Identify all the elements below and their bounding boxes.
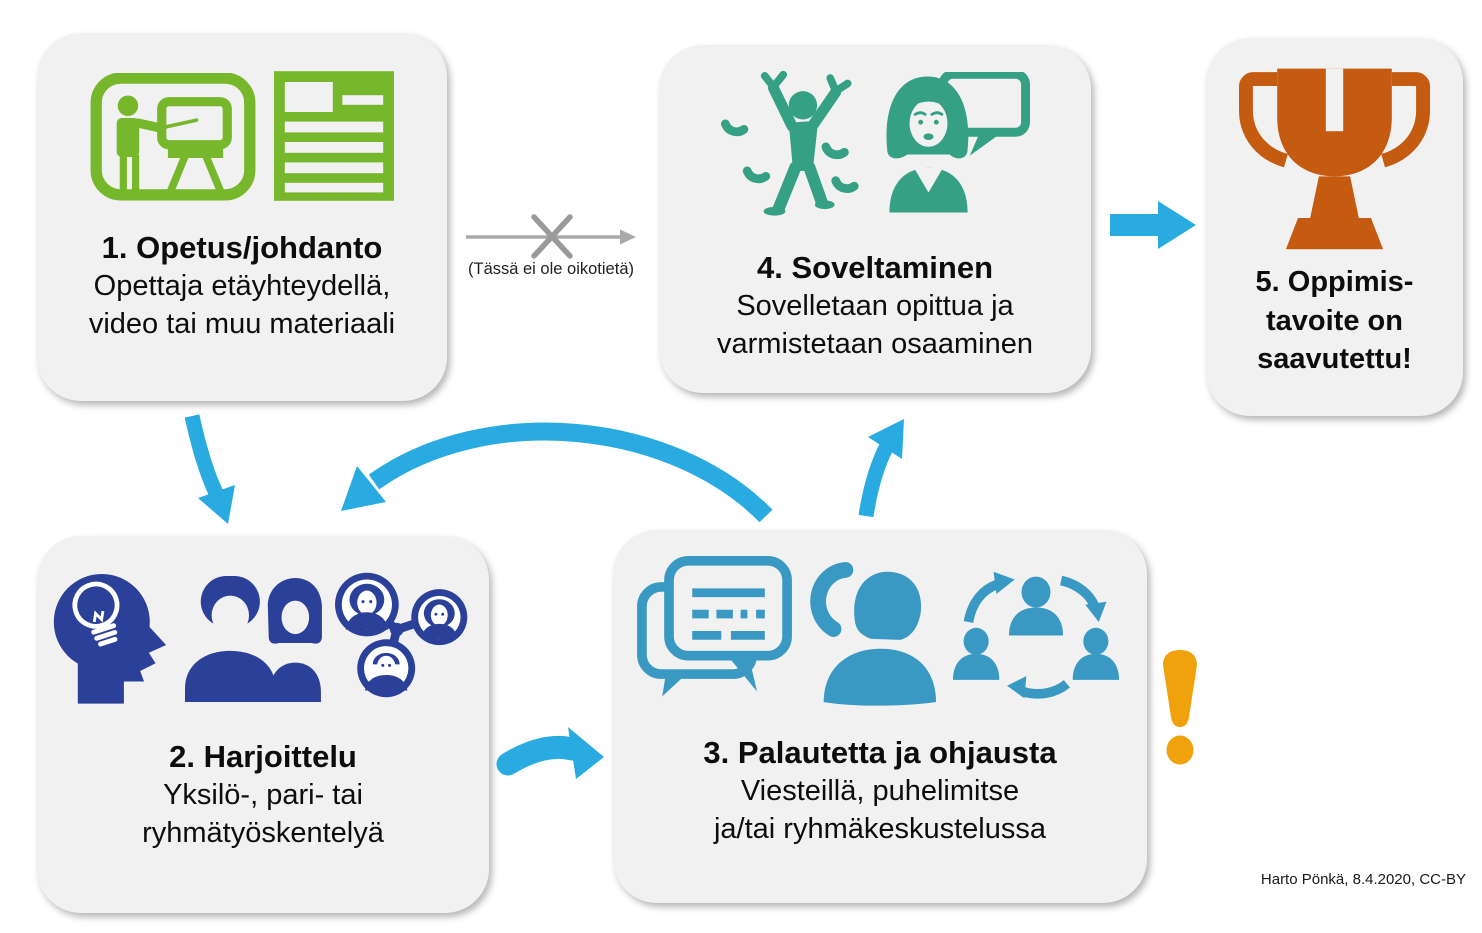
step2-body: Yksilö-, pari- tai ryhmätyöskentelyä	[142, 778, 384, 849]
step3-title: 3. Palautetta ja ohjausta	[703, 735, 1057, 770]
step5-title: 5. Oppimis- tavoite on saavutettu!	[1255, 266, 1414, 376]
step3-body: Viesteillä, puhelimitse ja/tai ryhmäkesk…	[713, 774, 1047, 845]
teacher-presentation-icon	[90, 73, 256, 201]
chat-messages-icon	[637, 556, 792, 697]
speaking-woman-icon	[885, 72, 1030, 213]
arrow-step1-to-step2	[184, 414, 235, 524]
group-cycle-icon	[952, 571, 1120, 699]
arrow-step3-to-step4	[858, 419, 904, 518]
arrow-step4-to-step2	[341, 422, 773, 523]
no-shortcut-note: (Tässä ei ole oikotietä)	[468, 260, 634, 278]
phone-person-icon	[810, 562, 937, 706]
idea-head-icon	[53, 574, 166, 704]
step2-box: 2. Harjoittelu Yksilö-, pari- tai ryhmät…	[37, 536, 489, 913]
step4-body: Sovelletaan opittua ja varmistetaan osaa…	[717, 289, 1033, 360]
step3-box: 3. Palautetta ja ohjausta Viesteillä, pu…	[613, 530, 1147, 903]
step3-icons	[637, 556, 1123, 706]
group-network-icon	[334, 572, 467, 698]
avatar-female-1	[334, 572, 399, 637]
step1-body: Opettaja etäyhteydellä, video tai muu ma…	[88, 269, 396, 340]
step1-title: 1. Opetus/johdanto	[101, 230, 383, 265]
arrow-step4-to-step5	[1110, 201, 1196, 249]
pair-people-icon	[184, 575, 322, 703]
step5-box: 5. Oppimis- tavoite on saavutettu!	[1206, 38, 1463, 416]
step4-icons	[720, 69, 1030, 217]
trophy-icon	[1239, 68, 1430, 250]
warning-exclamation-icon	[1163, 650, 1197, 765]
step2-icons	[49, 564, 478, 704]
step1-box: 1. Opetus/johdanto Opettaja etäyhteydell…	[37, 33, 447, 401]
active-person-icon	[720, 70, 859, 216]
no-shortcut-x-icon	[466, 214, 636, 259]
step2-title: 2. Harjoittelu	[169, 739, 357, 774]
document-icon	[274, 71, 394, 201]
attribution-text: Harto Pönkä, 8.4.2020, CC-BY	[1260, 871, 1466, 888]
avatar-male	[356, 639, 415, 698]
avatar-female-2	[410, 589, 467, 646]
step4-title: 4. Soveltaminen	[756, 250, 994, 285]
step4-box: 4. Soveltaminen Sovelletaan opittua ja v…	[659, 45, 1091, 393]
arrow-step2-to-step3	[496, 727, 604, 779]
step5-icons	[1239, 58, 1430, 253]
step1-icons	[90, 71, 394, 201]
